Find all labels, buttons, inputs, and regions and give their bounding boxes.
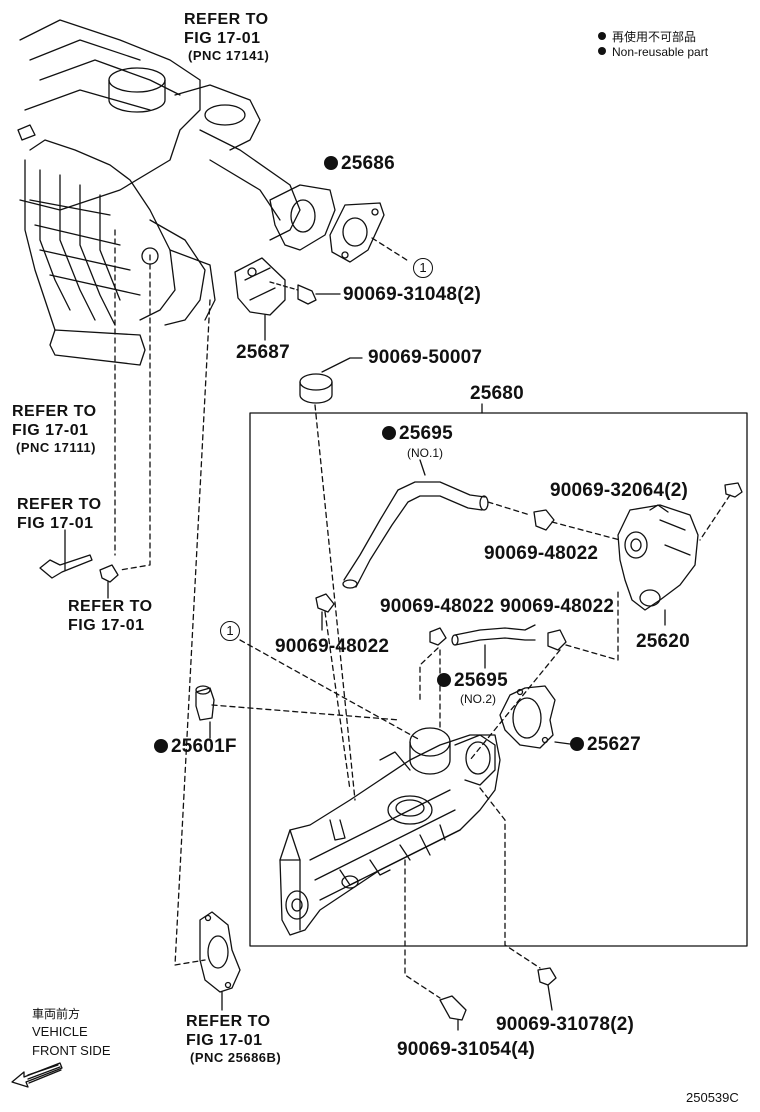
part-90069-48022-b[interactable]: 90069-48022 [380, 596, 495, 617]
part-90069-50007[interactable]: 90069-50007 [368, 347, 483, 368]
bullet-icon [598, 47, 606, 55]
part-25620[interactable]: 25620 [636, 631, 690, 652]
box-25680 [249, 412, 748, 947]
egr-valve-25620 [617, 504, 699, 611]
gasket-25686 [329, 202, 385, 263]
part-25686[interactable]: 25686 [324, 153, 395, 175]
part-25601F[interactable]: 25601F [154, 736, 237, 758]
part-90069-48022-a[interactable]: 90069-48022 [484, 543, 599, 564]
part-25695-no2-sub: (NO.2) [460, 692, 496, 706]
legend-jp: 再使用不可部品 [598, 28, 696, 45]
part-90069-31078[interactable]: 90069-31078(2) [496, 1014, 635, 1035]
bracket-25687 [234, 257, 286, 316]
hose-25695-no1 [343, 481, 486, 581]
ref-bolt-b: REFER TO FIG 17-01 [68, 598, 153, 634]
front-side-line2: FRONT SIDE [32, 1043, 111, 1058]
part-25695-no1[interactable]: 25695 [382, 423, 453, 445]
non-reusable-icon [382, 426, 396, 440]
ref-bolt-a: REFER TO FIG 17-01 [17, 496, 102, 532]
front-side-line1: VEHICLE [32, 1024, 88, 1039]
part-90069-31048[interactable]: 90069-31048(2) [343, 284, 482, 305]
bullet-icon [598, 32, 606, 40]
front-side-jp: 車両前方 [32, 1007, 81, 1021]
egr-cooler-drawing [279, 727, 501, 936]
callout-1-left: 1 [220, 621, 240, 641]
non-reusable-icon [154, 739, 168, 753]
part-90069-32064[interactable]: 90069-32064(2) [550, 480, 689, 501]
engine-block-drawing [17, 19, 336, 366]
ref-top: REFER TO FIG 17-01 (PNC 17141) [184, 11, 270, 63]
part-25627[interactable]: 25627 [570, 734, 641, 756]
part-90069-48022-d[interactable]: 90069-48022 [275, 636, 390, 657]
figure-id: 250539C [686, 1090, 739, 1105]
part-90069-48022-c[interactable]: 90069-48022 [500, 596, 615, 617]
ref-left: REFER TO FIG 17-01 (PNC 17111) [12, 403, 97, 455]
non-reusable-icon [570, 737, 584, 751]
part-25680[interactable]: 25680 [470, 383, 524, 404]
front-arrow-drawing [11, 1062, 63, 1088]
callout-1-top: 1 [413, 258, 433, 278]
ref-bottom: REFER TO FIG 17-01 (PNC 25686B) [186, 1013, 282, 1065]
hose-25695-no2 [454, 624, 536, 636]
gasket-25686B [199, 911, 241, 993]
part-25695-no1-sub: (NO.1) [407, 446, 443, 460]
stud-25601F [195, 687, 215, 721]
non-reusable-icon [324, 156, 338, 170]
part-25687[interactable]: 25687 [236, 342, 290, 363]
part-90069-31054[interactable]: 90069-31054(4) [397, 1039, 536, 1060]
non-reusable-icon [437, 673, 451, 687]
part-25695-no2[interactable]: 25695 [437, 670, 508, 692]
legend-en: Non-reusable part [598, 45, 708, 59]
gasket-25627 [499, 685, 556, 749]
